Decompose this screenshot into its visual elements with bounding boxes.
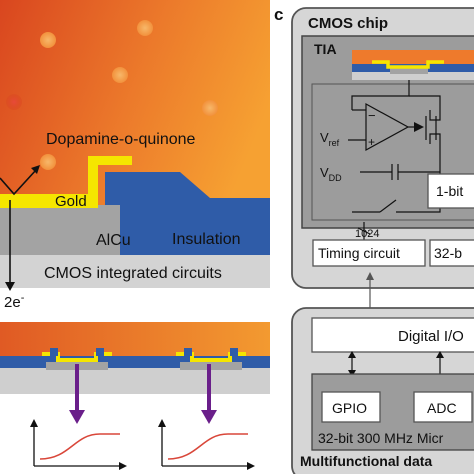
array-insulation-bump-1 bbox=[50, 348, 58, 356]
thirty-two-bit-box bbox=[429, 239, 474, 267]
electrode-array-cross-section bbox=[0, 322, 270, 470]
array-insulation-bump-1b bbox=[96, 348, 104, 356]
gpio-arrowhead-up bbox=[348, 351, 356, 358]
cmos-ic-label: CMOS integrated circuits bbox=[44, 265, 222, 282]
electron-arrowhead bbox=[5, 282, 15, 291]
opamp-minus: − bbox=[368, 108, 376, 123]
electron-label: 2e- bbox=[4, 292, 25, 311]
digital-io-label: Digital I/O bbox=[398, 328, 464, 345]
electrode-cross-section: Dopamine-o-quinone Gold AlCu Insulation … bbox=[0, 0, 270, 311]
molecule-dot bbox=[137, 20, 153, 36]
gold-electrode bbox=[0, 156, 132, 208]
molecule-dot bbox=[112, 67, 128, 83]
panel-letter: c bbox=[274, 5, 283, 24]
adc-arrowhead bbox=[436, 351, 444, 358]
gold-label: Gold bbox=[55, 193, 87, 210]
response-plot-2 bbox=[158, 419, 255, 470]
molecule-dot bbox=[202, 100, 218, 116]
tia-electrode-alcu bbox=[390, 68, 428, 74]
tia-inner bbox=[311, 83, 474, 221]
adc-label: ADC bbox=[427, 400, 457, 416]
micro-label: 32-bit 300 MHz Micr bbox=[318, 430, 444, 446]
gpio-box bbox=[321, 391, 381, 423]
alcu-layer bbox=[0, 205, 120, 255]
reaction-arrow bbox=[0, 169, 37, 196]
response-curve-1 bbox=[39, 433, 120, 460]
reaction-arrowhead bbox=[31, 165, 40, 174]
alcu-label: AlCu bbox=[96, 232, 131, 249]
vdd-label: VDD bbox=[320, 165, 342, 183]
tia-circuit bbox=[348, 80, 474, 240]
multifunctional-label: Multifunctional data bbox=[300, 453, 432, 469]
response-curve-2 bbox=[167, 433, 248, 460]
chip-architecture: c CMOS chip TIA bbox=[274, 5, 474, 474]
adc-box bbox=[413, 391, 473, 423]
cmos-substrate bbox=[0, 255, 270, 288]
response-plot-1 bbox=[30, 419, 127, 470]
molecule-dot-red bbox=[6, 94, 22, 110]
array-insulation-bump-2b bbox=[230, 348, 238, 356]
molecule-dot bbox=[40, 32, 56, 48]
digital-io-box bbox=[311, 317, 474, 353]
array-insulation-bump-2 bbox=[184, 348, 192, 356]
bus-width-label: 1024 bbox=[355, 228, 379, 240]
gpio-label: GPIO bbox=[332, 400, 367, 416]
tia-electrode-substrate bbox=[352, 72, 474, 80]
current-arrowhead-2 bbox=[201, 410, 217, 424]
cmos-chip-title: CMOS chip bbox=[308, 15, 388, 32]
tia-title: TIA bbox=[314, 41, 337, 57]
chip-io-arrowhead bbox=[366, 272, 374, 280]
insulation-layer bbox=[105, 172, 270, 256]
current-arrowhead-1 bbox=[69, 410, 85, 424]
molecule-dot bbox=[40, 154, 56, 170]
one-bit-box bbox=[427, 173, 474, 209]
thirty-two-bit-label: 32-b bbox=[434, 245, 462, 261]
vref-label: Vref bbox=[320, 130, 340, 148]
array-electrolyte bbox=[0, 322, 270, 357]
molecule-label: Dopamine-o-quinone bbox=[46, 131, 196, 148]
insulation-label: Insulation bbox=[172, 231, 241, 248]
opamp bbox=[365, 102, 410, 152]
timing-circuit-label: Timing circuit bbox=[318, 245, 400, 261]
tia-electrode-electrolyte bbox=[352, 50, 474, 64]
one-bit-label: 1-bit bbox=[436, 183, 463, 199]
array-substrate bbox=[0, 368, 270, 394]
opamp-plus: + bbox=[368, 135, 375, 149]
tia-electrode-gold bbox=[372, 60, 444, 69]
timing-circuit-box bbox=[312, 239, 426, 267]
